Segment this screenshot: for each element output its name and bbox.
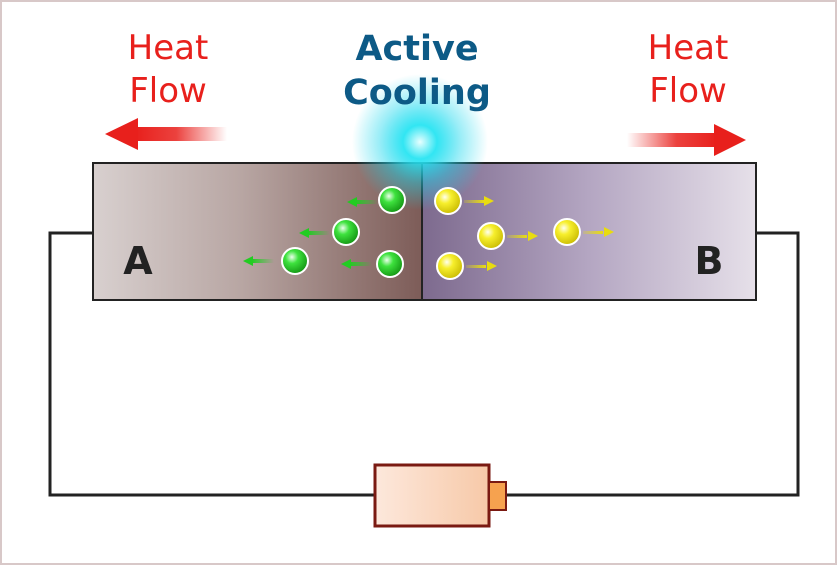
heat-flow-label-right: Heat Flow bbox=[629, 27, 747, 112]
active-cooling-line1: Active bbox=[355, 29, 479, 69]
yellow-particle bbox=[477, 222, 538, 250]
green-particle bbox=[243, 247, 309, 275]
heat-flow-label-left: Heat Flow bbox=[110, 27, 226, 112]
active-cooling-title: Active Cooling bbox=[317, 28, 517, 116]
block-a bbox=[92, 162, 423, 301]
green-particle bbox=[347, 186, 406, 214]
green-particle bbox=[341, 250, 404, 278]
battery-terminal bbox=[488, 481, 507, 511]
heat-flow-right-line2: Flow bbox=[649, 70, 727, 111]
circuit-wire-right bbox=[505, 231, 800, 497]
cooling-glow bbox=[352, 74, 488, 210]
circuit-wire bbox=[48, 231, 375, 497]
battery-body bbox=[373, 463, 491, 528]
heat-arrow-left bbox=[105, 118, 227, 150]
side-b-label: B bbox=[694, 239, 724, 283]
heat-flow-left-line2: Flow bbox=[129, 70, 207, 111]
heat-flow-right-line1: Heat bbox=[647, 28, 729, 68]
green-particle bbox=[299, 218, 360, 246]
active-cooling-line2: Cooling bbox=[343, 72, 491, 113]
heat-flow-left-line1: Heat bbox=[127, 28, 209, 68]
yellow-particle bbox=[553, 218, 614, 246]
side-a-label: A bbox=[123, 239, 153, 283]
yellow-particle bbox=[434, 187, 494, 215]
yellow-particle bbox=[436, 252, 497, 280]
heat-arrow-right bbox=[627, 124, 746, 156]
